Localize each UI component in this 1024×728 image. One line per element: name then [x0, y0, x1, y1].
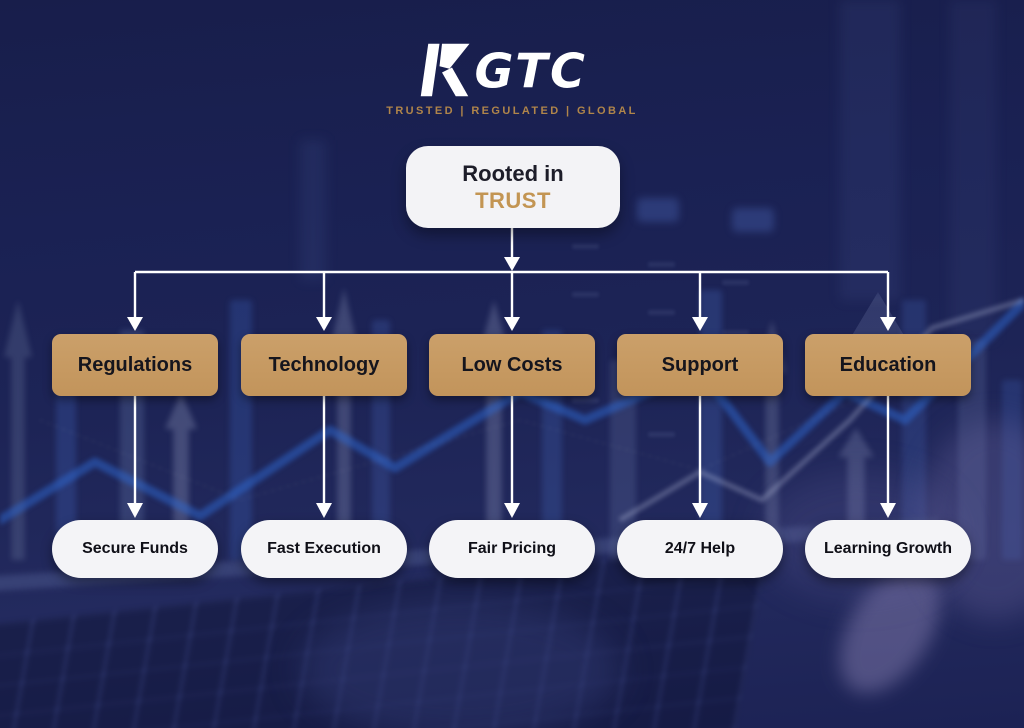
brand-wordmark: GTC — [475, 45, 588, 100]
pillar-support: Support — [617, 334, 783, 396]
pillar-low-costs: Low Costs — [429, 334, 595, 396]
brand-tagline: TRUSTED | REGULATED | GLOBAL — [386, 105, 638, 117]
benefit-label: Fair Pricing — [467, 540, 557, 557]
pillar-regulations: Regulations — [52, 334, 218, 396]
background-widget — [637, 198, 679, 222]
pillar-label: Education — [839, 353, 937, 376]
background-hand-blob — [300, 600, 620, 728]
benefit-label: Learning Growth — [824, 540, 952, 557]
background-light-band — [300, 140, 326, 280]
pillar-education: Education — [805, 334, 971, 396]
benefit-learning-growth: Learning Growth — [805, 520, 971, 578]
brand-logo: GTC TRUSTED | REGULATED | GLOBAL — [0, 40, 1024, 117]
benefit-fast-execution: Fast Execution — [241, 520, 407, 578]
benefit-fair-pricing: Fair Pricing — [429, 520, 595, 578]
background-dash — [648, 310, 675, 315]
benefit-247-help: 24/7 Help — [617, 520, 783, 578]
root-node-line2: TRUST — [475, 188, 551, 213]
background-dash — [572, 244, 599, 249]
root-node-trust: Rooted in TRUST — [406, 146, 620, 228]
benefit-label: Secure Funds — [82, 540, 188, 557]
background-dash — [648, 432, 675, 437]
pillar-label: Technology — [268, 353, 380, 376]
pillar-label: Low Costs — [461, 353, 563, 376]
pillar-label: Regulations — [77, 353, 193, 376]
background-dash — [572, 292, 599, 297]
gtc-logo-mark: GTC — [420, 43, 588, 100]
background-dash — [648, 262, 675, 267]
benefit-label: 24/7 Help — [664, 540, 736, 557]
pillar-label: Support — [661, 353, 739, 376]
benefit-label: Fast Execution — [267, 540, 381, 557]
background-dash — [572, 398, 599, 403]
root-node-line1: Rooted in — [462, 161, 564, 186]
pillar-technology: Technology — [241, 334, 407, 396]
background-widget — [732, 208, 774, 232]
benefit-secure-funds: Secure Funds — [52, 520, 218, 578]
background-dash — [722, 280, 749, 285]
